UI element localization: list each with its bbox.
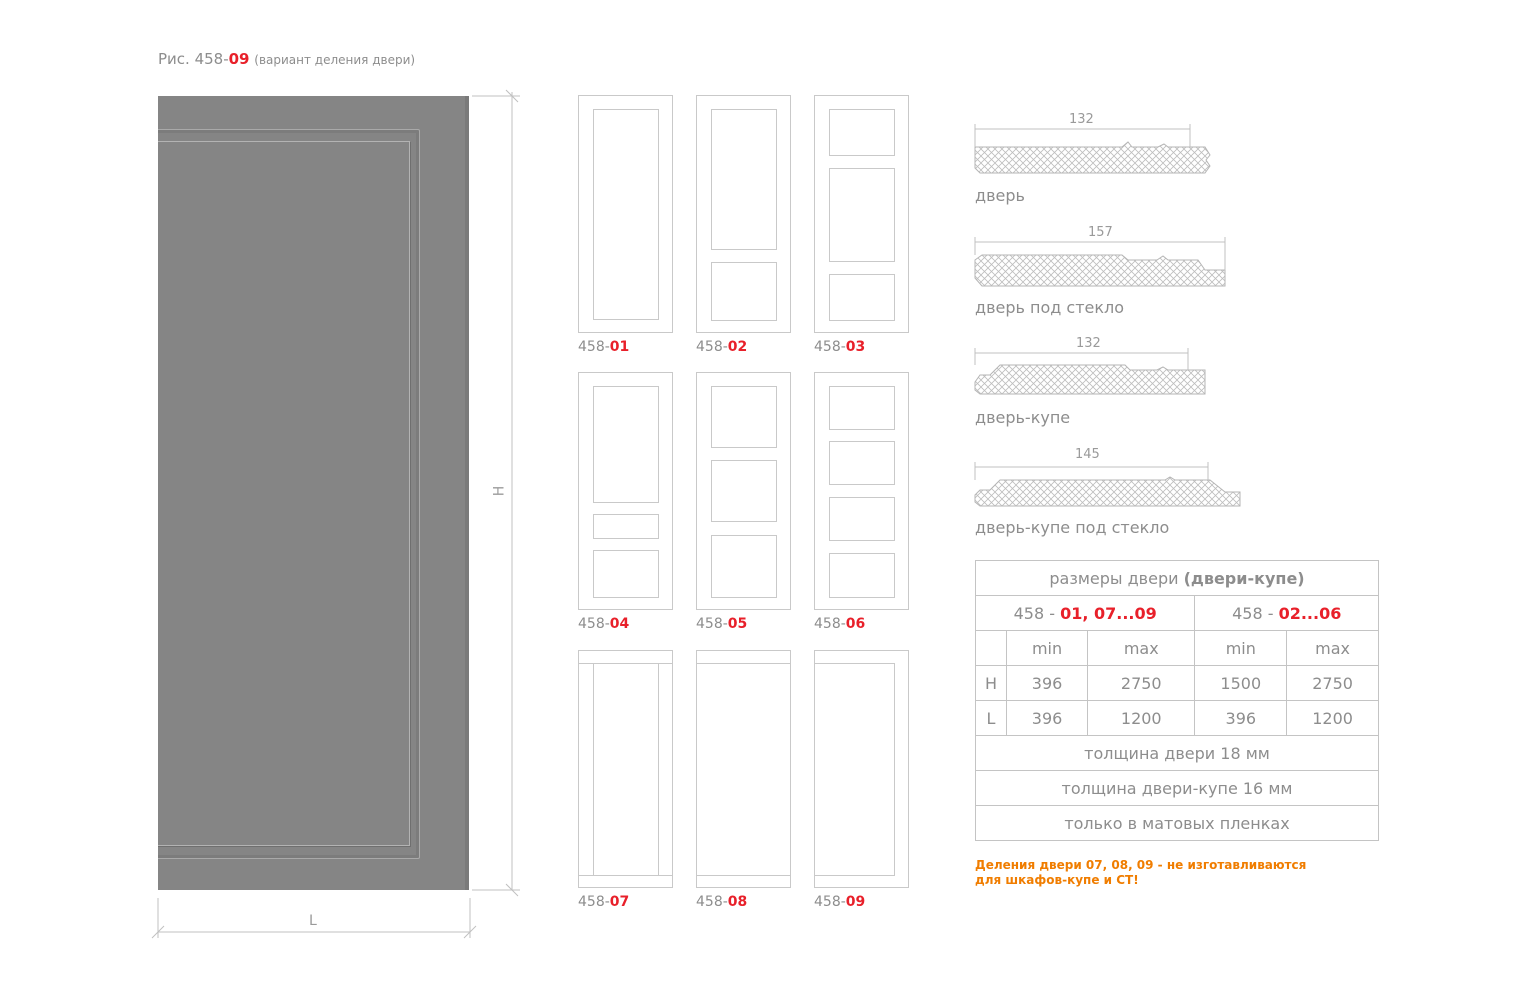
dimension-lines	[151, 89, 520, 939]
panel	[711, 386, 777, 448]
variant-label-03: 458-03	[814, 339, 866, 355]
table-group-1: 458 - 01, 07...09	[974, 595, 1196, 631]
profile-width-3: 132	[1076, 336, 1101, 351]
table-note: толщина двери-купе 16 мм	[975, 770, 1379, 806]
divider-line	[579, 875, 672, 876]
table-max-header: max	[1087, 630, 1196, 666]
profile-width-1: 132	[1069, 112, 1094, 127]
panel	[711, 460, 777, 522]
door-outer-molding	[158, 129, 420, 859]
height-label: H	[491, 485, 508, 497]
length-label: L	[309, 913, 317, 929]
panel	[711, 535, 777, 598]
profile-coupe-glass	[974, 476, 1241, 507]
variant-thumb-06[interactable]	[814, 372, 909, 610]
door-inner-molding	[158, 141, 410, 846]
profile-label-3: дверь-купе	[975, 408, 1071, 427]
panel	[815, 663, 895, 876]
warning-note: Деления двери 07, 08, 09 - не изготавлив…	[975, 858, 1307, 887]
panel	[711, 262, 777, 321]
table-row: H 396 2750 1500 2750	[975, 665, 1379, 701]
panel	[829, 274, 895, 321]
profile-label-1: дверь	[975, 186, 1025, 205]
table-note: толщина двери 18 мм	[975, 735, 1379, 771]
panel	[593, 109, 659, 320]
variant-thumb-05[interactable]	[696, 372, 791, 610]
profile-width-4: 145	[1075, 447, 1100, 462]
panel	[593, 386, 659, 503]
table-row: L 396 1200 396 1200	[975, 700, 1379, 736]
panel	[829, 109, 895, 156]
variant-label-05: 458-05	[696, 616, 748, 632]
variant-thumb-02[interactable]	[696, 95, 791, 333]
profile-label-2: дверь под стекло	[975, 298, 1125, 317]
panel	[829, 441, 895, 485]
figure-number: 09	[228, 50, 250, 68]
profile-width-2: 157	[1088, 225, 1113, 240]
figure-prefix: Рис. 458-	[158, 50, 229, 68]
variant-thumb-09[interactable]	[814, 650, 909, 888]
figure-subtitle: (вариант деления двери)	[254, 53, 416, 67]
variant-label-07: 458-07	[578, 894, 630, 910]
variant-label-04: 458-04	[578, 616, 630, 632]
panel	[711, 109, 777, 250]
size-table: размеры двери (двери-купе) 458 - 01, 07.…	[974, 560, 1379, 841]
variant-label-09: 458-09	[814, 894, 866, 910]
variant-label-08: 458-08	[696, 894, 748, 910]
table-min-header: min	[1194, 630, 1288, 666]
variant-thumb-01[interactable]	[578, 95, 673, 333]
variant-label-02: 458-02	[696, 339, 748, 355]
variant-thumb-04[interactable]	[578, 372, 673, 610]
table-min-header: min	[1005, 630, 1089, 666]
table-note: только в матовых пленках	[975, 805, 1379, 841]
panel	[829, 386, 895, 430]
panel	[593, 663, 659, 876]
door-render	[158, 96, 469, 890]
profile-label-4: дверь-купе под стекло	[975, 518, 1170, 537]
table-max-header: max	[1286, 630, 1379, 666]
profile-drawings	[974, 124, 1241, 507]
table-title: размеры двери (двери-купе)	[975, 560, 1379, 596]
profile-door	[974, 141, 1211, 174]
divider-line	[697, 663, 790, 664]
panel	[829, 168, 895, 262]
variant-thumb-08[interactable]	[696, 650, 791, 888]
panel	[593, 514, 659, 539]
variant-thumb-07[interactable]	[578, 650, 673, 888]
figure-title: Рис. 458-09 (вариант деления двери)	[158, 50, 415, 68]
profile-coupe	[974, 364, 1206, 395]
divider-line	[697, 875, 790, 876]
variant-thumb-03[interactable]	[814, 95, 909, 333]
variant-label-01: 458-01	[578, 339, 630, 355]
profile-door-glass	[974, 254, 1226, 287]
door-edge	[465, 96, 469, 890]
table-corner	[975, 630, 1007, 666]
table-group-2: 458 - 02...06	[1194, 595, 1379, 631]
panel	[829, 497, 895, 541]
panel	[593, 550, 659, 598]
panel	[829, 553, 895, 598]
variant-label-06: 458-06	[814, 616, 866, 632]
